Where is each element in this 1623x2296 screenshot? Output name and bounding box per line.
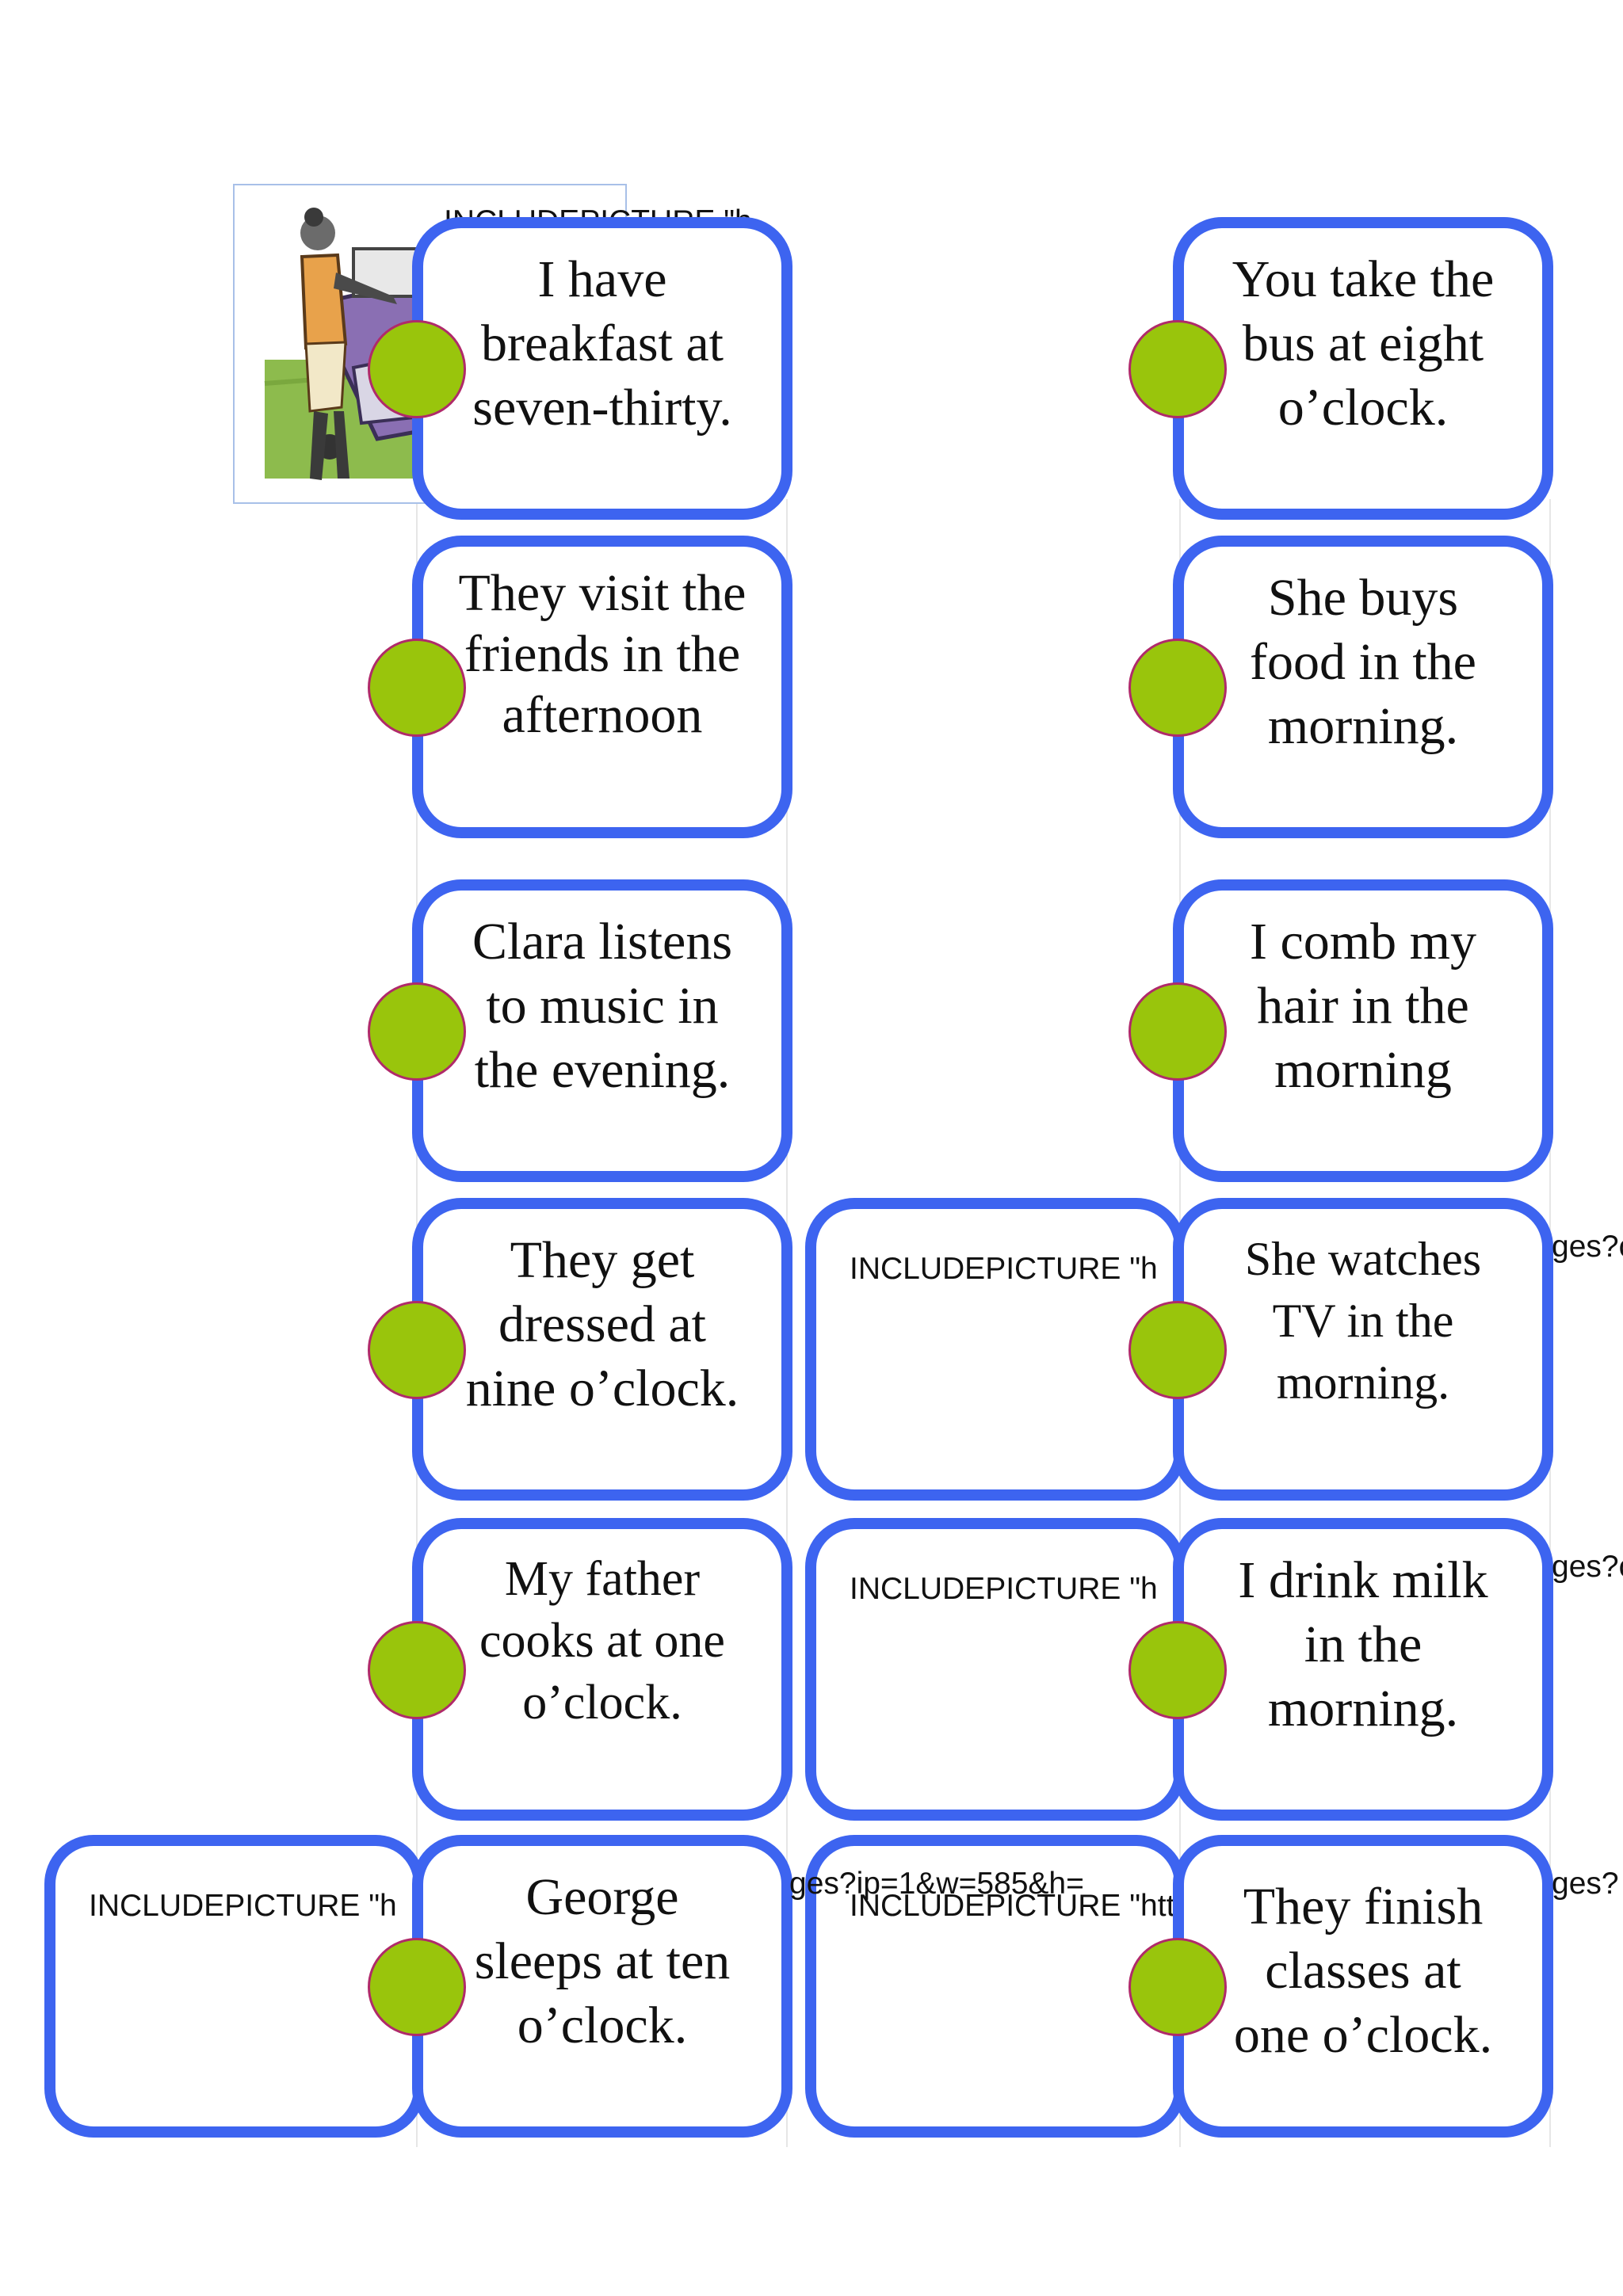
connector-dot <box>1128 1301 1227 1399</box>
field-card: INCLUDEPICTURE "h <box>805 1198 1186 1501</box>
card-sentence: She buys food in the morning. <box>1250 569 1476 755</box>
domino-card: She watches TV in the morning. <box>1173 1198 1553 1501</box>
connector-dot <box>368 320 466 418</box>
field-code-text: ges? <box>1552 1867 1619 1901</box>
domino-card: You take the bus at eight o’clock. <box>1173 217 1553 520</box>
card-sentence: You take the bus at eight o’clock. <box>1232 250 1495 437</box>
domino-card: She buys food in the morning. <box>1173 536 1553 838</box>
domino-card: They get dressed at nine o’clock. <box>412 1198 792 1501</box>
domino-card: Clara listens to music in the evening. <box>412 879 792 1182</box>
domino-card: I have breakfast at seven-thirty. <box>412 217 792 520</box>
card-sentence: They visit the friends in the afternoon <box>458 564 747 744</box>
card-sentence: Clara listens to music in the evening. <box>472 913 733 1099</box>
connector-dot <box>368 639 466 737</box>
connector-dot <box>368 1301 466 1399</box>
field-code-text: INCLUDEPICTURE "h <box>850 1252 1158 1286</box>
field-code-text: ges?ip=1&w=585&h= <box>789 1867 1084 1901</box>
card-sentence: I comb my hair in the morning <box>1250 913 1476 1099</box>
field-code-text: ges?c <box>1552 1230 1623 1264</box>
connector-dot <box>1128 1621 1227 1719</box>
card-sentence: I drink milk in the morning. <box>1238 1551 1488 1737</box>
connector-dot <box>1128 639 1227 737</box>
card-sentence: George sleeps at ten o’clock. <box>474 1868 731 2054</box>
field-card: INCLUDEPICTURE "h <box>805 1518 1186 1821</box>
connector-dot <box>1128 982 1227 1081</box>
card-sentence: They finish classes at one o’clock. <box>1233 1878 1493 2064</box>
card-sentence: I have breakfast at seven-thirty. <box>472 250 732 437</box>
field-code-text: INCLUDEPICTURE "h <box>89 1889 397 1923</box>
field-code-text: INCLUDEPICTURE "h <box>850 1572 1158 1606</box>
domino-card: I drink milk in the morning. <box>1173 1518 1553 1821</box>
connector-dot <box>1128 320 1227 418</box>
field-card: INCLUDEPICTURE "h <box>44 1835 425 2138</box>
card-sentence: She watches TV in the morning. <box>1244 1233 1482 1409</box>
domino-card: My father cooks at one o’clock. <box>412 1518 792 1821</box>
domino-card: They visit the friends in the afternoon <box>412 536 792 838</box>
connector-dot <box>368 1621 466 1719</box>
card-sentence: They get dressed at nine o’clock. <box>465 1231 739 1417</box>
domino-card: They finish classes at one o’clock. <box>1173 1835 1553 2138</box>
domino-card: George sleeps at ten o’clock. <box>412 1835 792 2138</box>
connector-dot <box>1128 1938 1227 2036</box>
card-sentence: My father cooks at one o’clock. <box>479 1552 725 1730</box>
connector-dot <box>368 1938 466 2036</box>
domino-card: I comb my hair in the morning <box>1173 879 1553 1182</box>
field-code-text: ges?c <box>1552 1550 1623 1584</box>
connector-dot <box>368 982 466 1081</box>
